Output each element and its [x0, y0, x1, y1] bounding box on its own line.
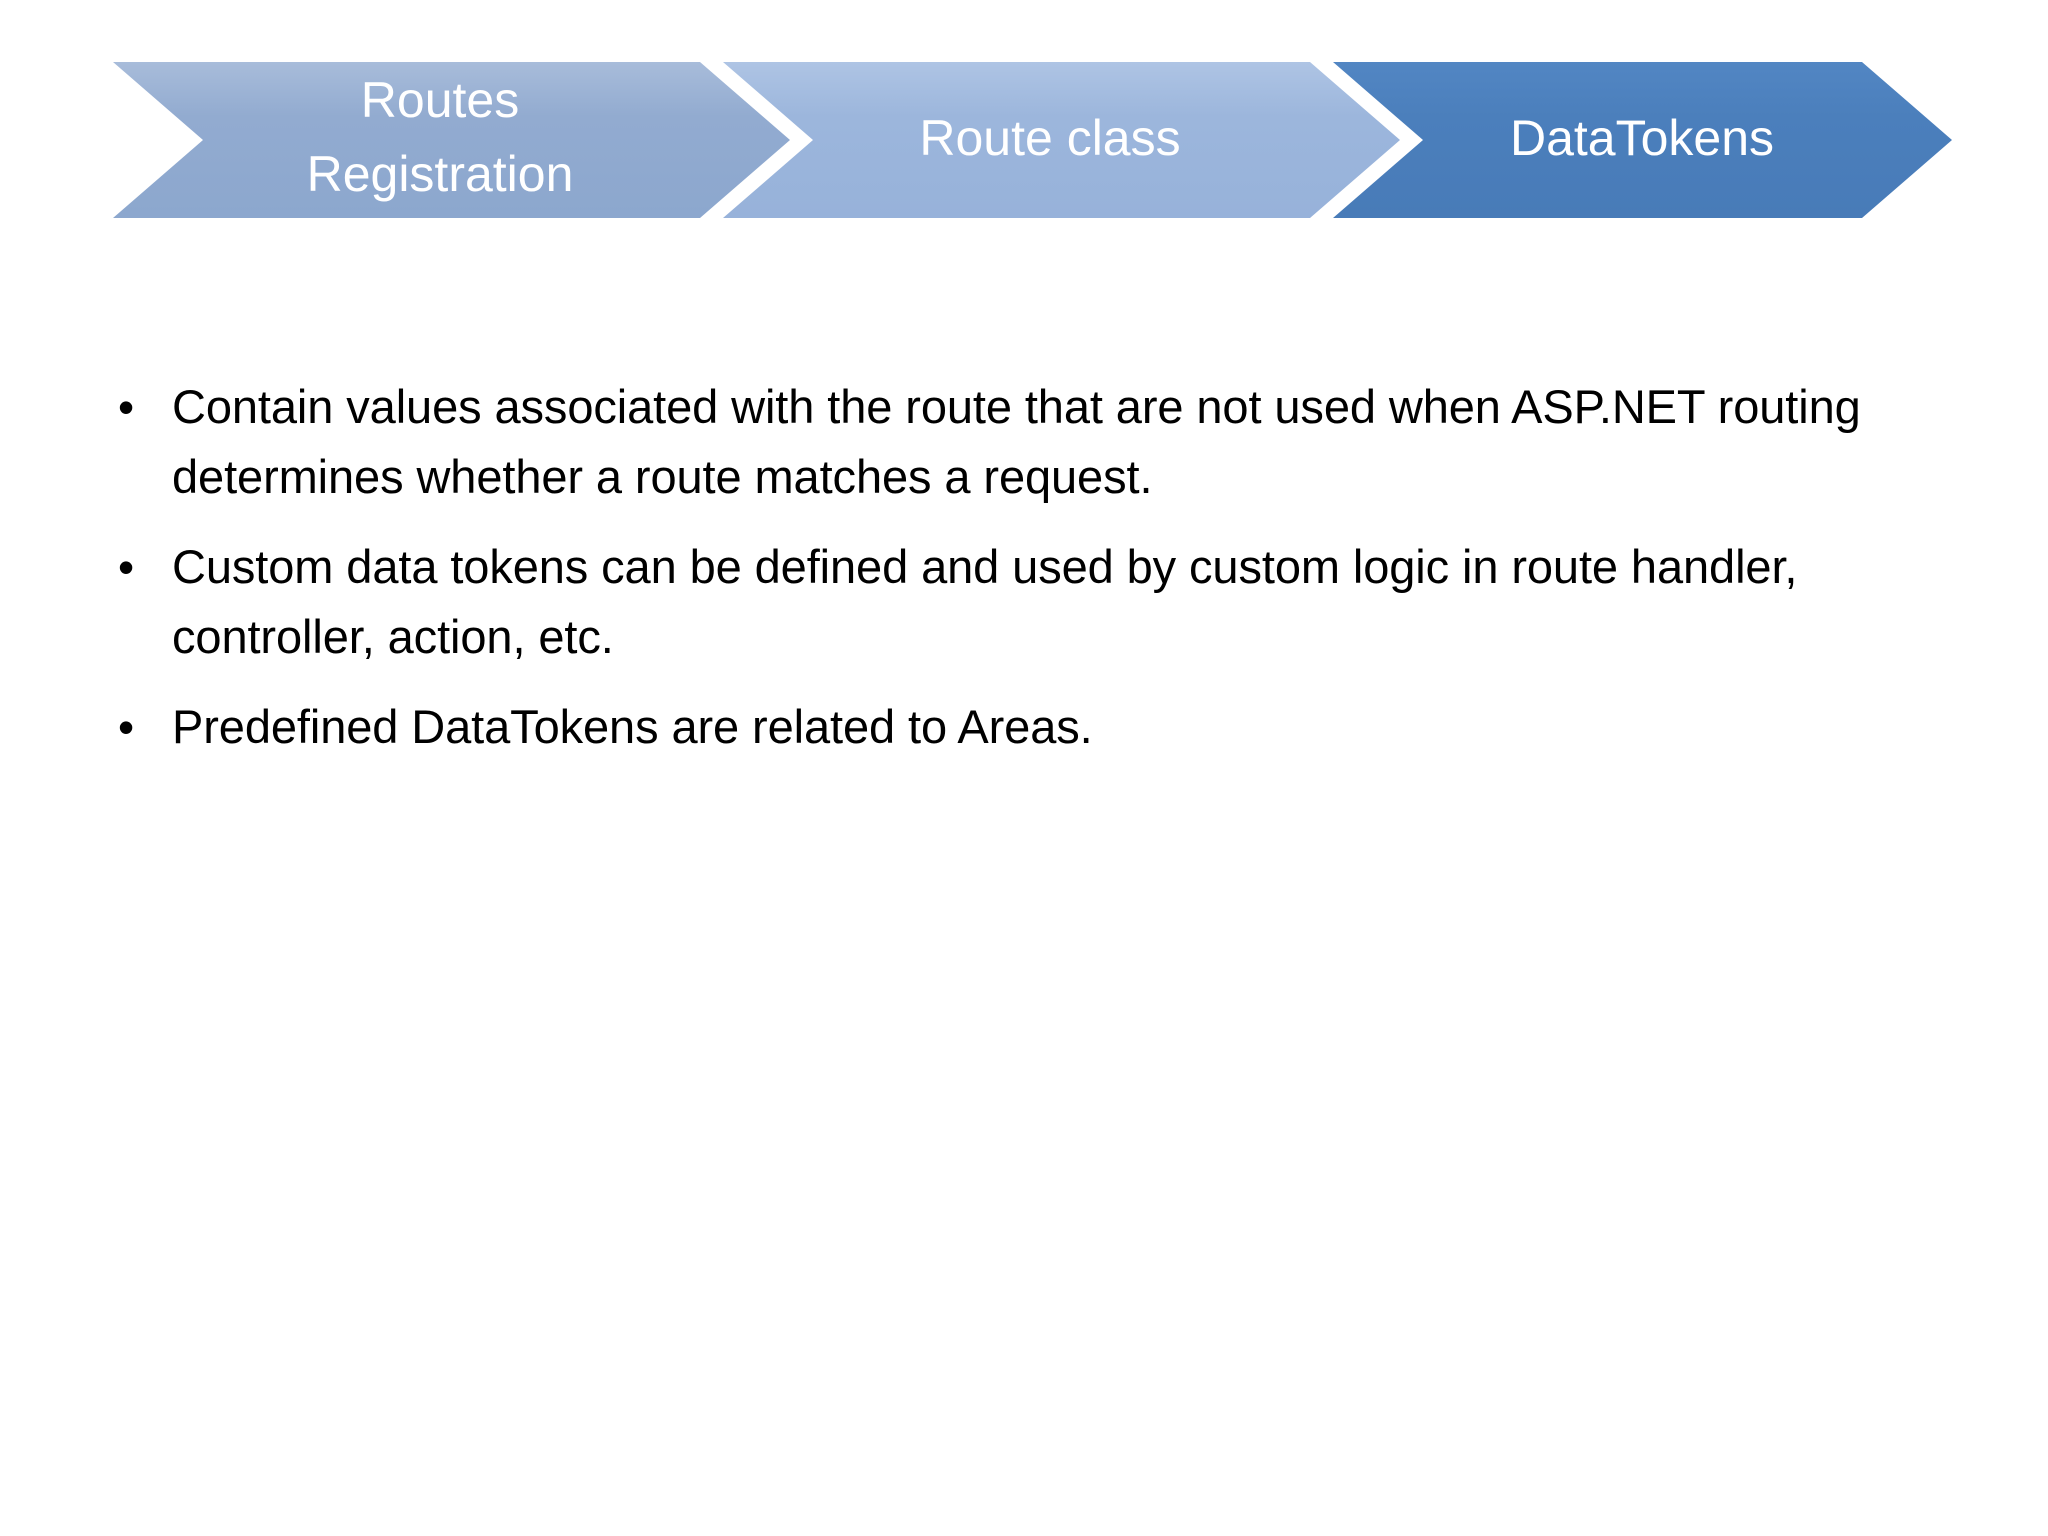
chevron-step-2-shape	[723, 62, 1400, 218]
list-item: • Custom data tokens can be defined and …	[104, 532, 1964, 672]
chevron-step-1-label-line1: Routes	[361, 72, 519, 128]
chevron-step-1-label-line2: Registration	[307, 146, 574, 202]
chevron-process-banner: Routes Registration Route class DataToke…	[0, 0, 2048, 240]
chevron-step-datatokens[interactable]: DataTokens	[1333, 62, 1952, 218]
chevron-step-route-class[interactable]: Route class	[723, 62, 1400, 218]
chevron-step-3-label: DataTokens	[1510, 110, 1774, 166]
chevron-step-routes-registration[interactable]: Routes Registration	[113, 62, 790, 218]
chevron-step-2-label: Route class	[919, 110, 1180, 166]
chevron-step-1-shape	[113, 62, 790, 218]
bullet-point-icon: •	[118, 541, 135, 593]
bullet-point-icon: •	[118, 381, 135, 433]
bullet-point-icon: •	[118, 701, 135, 753]
list-item: • Contain values associated with the rou…	[104, 372, 1964, 512]
bullet-text-3: Predefined DataTokens are related to Are…	[172, 700, 1093, 753]
list-item: • Predefined DataTokens are related to A…	[104, 692, 1964, 762]
bullet-text-1: Contain values associated with the route…	[172, 380, 1861, 503]
bullet-text-2: Custom data tokens can be defined and us…	[172, 540, 1798, 663]
bullet-list: • Contain values associated with the rou…	[104, 372, 1964, 762]
chevron-step-3-shape	[1333, 62, 1952, 218]
